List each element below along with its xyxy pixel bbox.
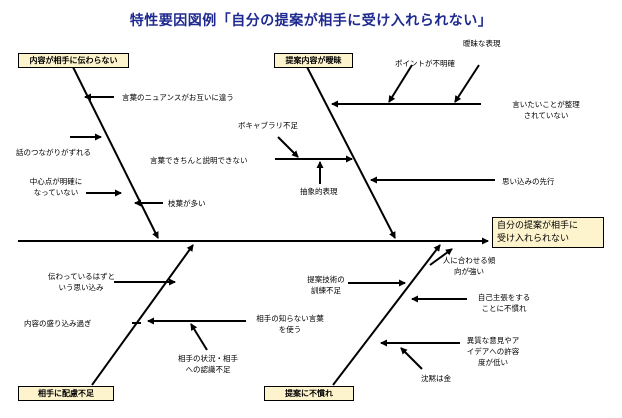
cause-label: 中心点が明確になっていない [29,177,83,197]
cause-label: 人に合わせる傾向が強い [442,256,496,276]
sub-tr-point [388,64,413,103]
cause-label: 自己主張をすることに不慣れ [477,293,531,313]
sub-tr-vocabulary [277,136,299,158]
sub-bl-recognition [190,323,208,351]
cause-label: 沈黙は金 [421,374,451,383]
effect-line: 受け入れられない [497,234,570,244]
effect-line: 自分の提案が相手に [497,221,579,231]
cause-label: 言いたいことが整理されていない [512,100,580,120]
cause-label: 抽象的表現 [300,187,338,196]
cause-label: 話のつながりがずれる [16,148,91,157]
cause-label: 思い込みの先行 [502,177,555,186]
category-bottom-left: 相手に配慮不足 [18,386,114,401]
category-top-right: 提案内容が曖昧 [274,53,353,68]
sub-br-adjust [429,248,453,266]
bone-bottom-right [332,244,441,386]
cause-label: 言葉できちんと説明できない [150,156,248,165]
category-bottom-right: 提案に不慣れ [264,386,354,401]
sub-br-silence [400,347,423,370]
cause-label: 枝葉が多い [168,199,206,208]
cause-label: 伝わっているはずという思い込み [48,272,116,292]
cause-label: 相手の状況・相手への認識不足 [178,354,238,374]
cause-label: ポイントが不明確 [395,59,455,68]
page-title: 特性要因図例「自分の提案が相手に受け入れられない」 [129,13,493,29]
bone-top-right [305,64,396,239]
effect-box: 自分の提案が相手に 受け入れられない [492,217,604,248]
sub-tr-vague [454,64,480,103]
cause-label: ボキャブラリ不足 [238,121,298,130]
cause-label: 内容の盛り込み過ぎ [24,319,92,328]
bone-bottom-left [91,244,194,386]
cause-label: 異質な意見やアイデアへの許容度が低い [466,336,520,367]
cause-label: 曖昧な表現 [463,39,501,48]
cause-label: 相手の知らない言葉を使う [256,314,324,334]
cause-label: 提案技術の訓練不足 [307,275,345,295]
cause-label: 言葉のニュアンスがお互いに違う [122,93,234,102]
category-top-left: 内容が相手に伝わらない [18,53,129,68]
